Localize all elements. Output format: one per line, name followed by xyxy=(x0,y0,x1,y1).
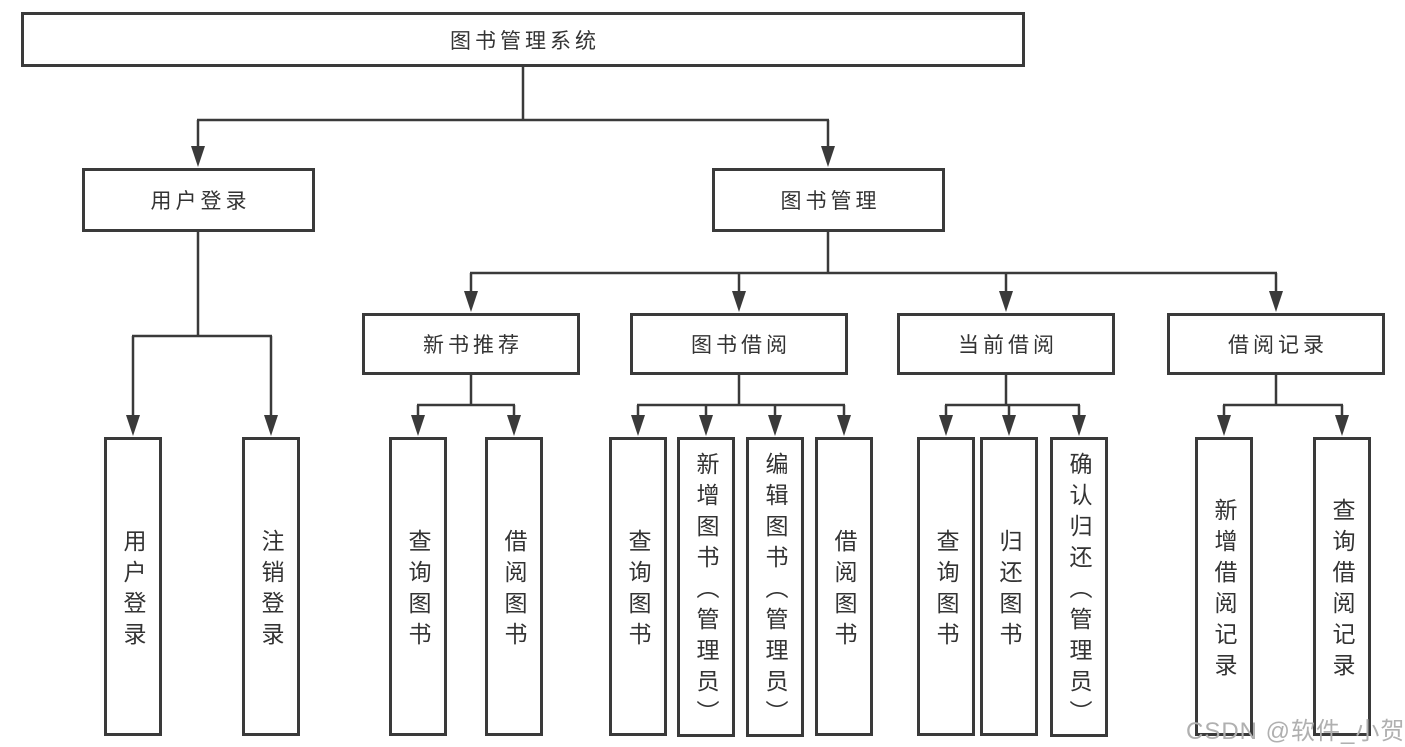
leaf-add-borrow-record: 新增借阅记录 xyxy=(1195,437,1253,736)
node-borrowing-records: 借阅记录 xyxy=(1167,313,1385,375)
leaf-query-books-recommend: 查询图书 xyxy=(389,437,447,736)
node-current-borrowing: 当前借阅 xyxy=(897,313,1115,375)
leaf-query-books-borrowing: 查询图书 xyxy=(609,437,667,736)
leaf-user-login: 用户登录 xyxy=(104,437,162,736)
leaf-edit-book-admin: 编辑图书（管理员） xyxy=(746,437,804,737)
node-new-book-recommendation: 新书推荐 xyxy=(362,313,580,375)
node-book-borrowing: 图书借阅 xyxy=(630,313,848,375)
leaf-query-books-current: 查询图书 xyxy=(917,437,975,736)
leaf-confirm-return-admin: 确认归还（管理员） xyxy=(1050,437,1108,737)
leaf-borrow-books-recommend: 借阅图书 xyxy=(485,437,543,736)
leaf-return-books: 归还图书 xyxy=(980,437,1038,736)
leaf-query-borrow-record: 查询借阅记录 xyxy=(1313,437,1371,736)
leaf-logout: 注销登录 xyxy=(242,437,300,736)
node-library-management-system: 图书管理系统 xyxy=(21,12,1025,67)
leaf-borrow-books-borrowing: 借阅图书 xyxy=(815,437,873,736)
node-book-management: 图书管理 xyxy=(712,168,945,232)
node-user-login: 用户登录 xyxy=(82,168,315,232)
csdn-watermark: CSDN @软件_小贺同学 xyxy=(1186,718,1405,745)
leaf-add-book-admin: 新增图书（管理员） xyxy=(677,437,735,737)
